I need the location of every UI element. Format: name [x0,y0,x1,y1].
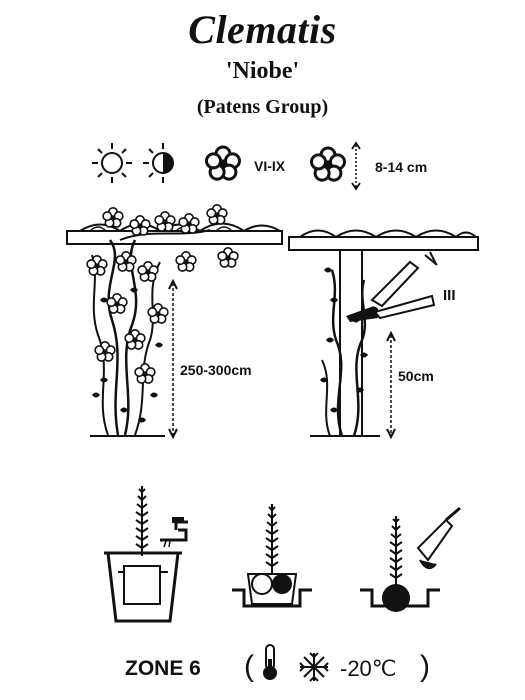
planting-step-place [232,503,312,608]
planting-step-soak [104,485,188,623]
pruning-shears-icon [346,251,438,322]
flower-size-label: 8-14 cm [375,159,428,175]
clematis-climbing [86,204,239,437]
height-arrow-left [168,278,178,440]
min-temperature: -20℃ [340,656,397,681]
hardiness-zone: ZONE 6 [125,657,201,680]
flowering-period-icon [205,145,241,181]
half-shade-icon [143,143,174,183]
full-sun-icon [92,143,132,183]
pergola-right [288,229,479,437]
height-label: 250-300cm [180,362,252,378]
snowflake-icon [299,652,329,682]
plant-group: (Patens Group) [196,96,329,118]
prune-height-label: 50cm [398,368,434,384]
height-arrow-right [386,330,396,440]
cultivar-name: 'Niobe' [225,58,300,84]
clematis-pruned [310,267,380,437]
planting-step-fill [360,506,461,612]
open-paren: ( [244,650,254,683]
thermometer-icon [263,644,277,680]
close-paren: ) [420,650,430,683]
flower-size-icon [310,141,361,191]
flowering-period-label: VI-IX [254,158,286,174]
prune-group-label: III [443,287,456,304]
plant-title: Clematis [188,7,337,52]
